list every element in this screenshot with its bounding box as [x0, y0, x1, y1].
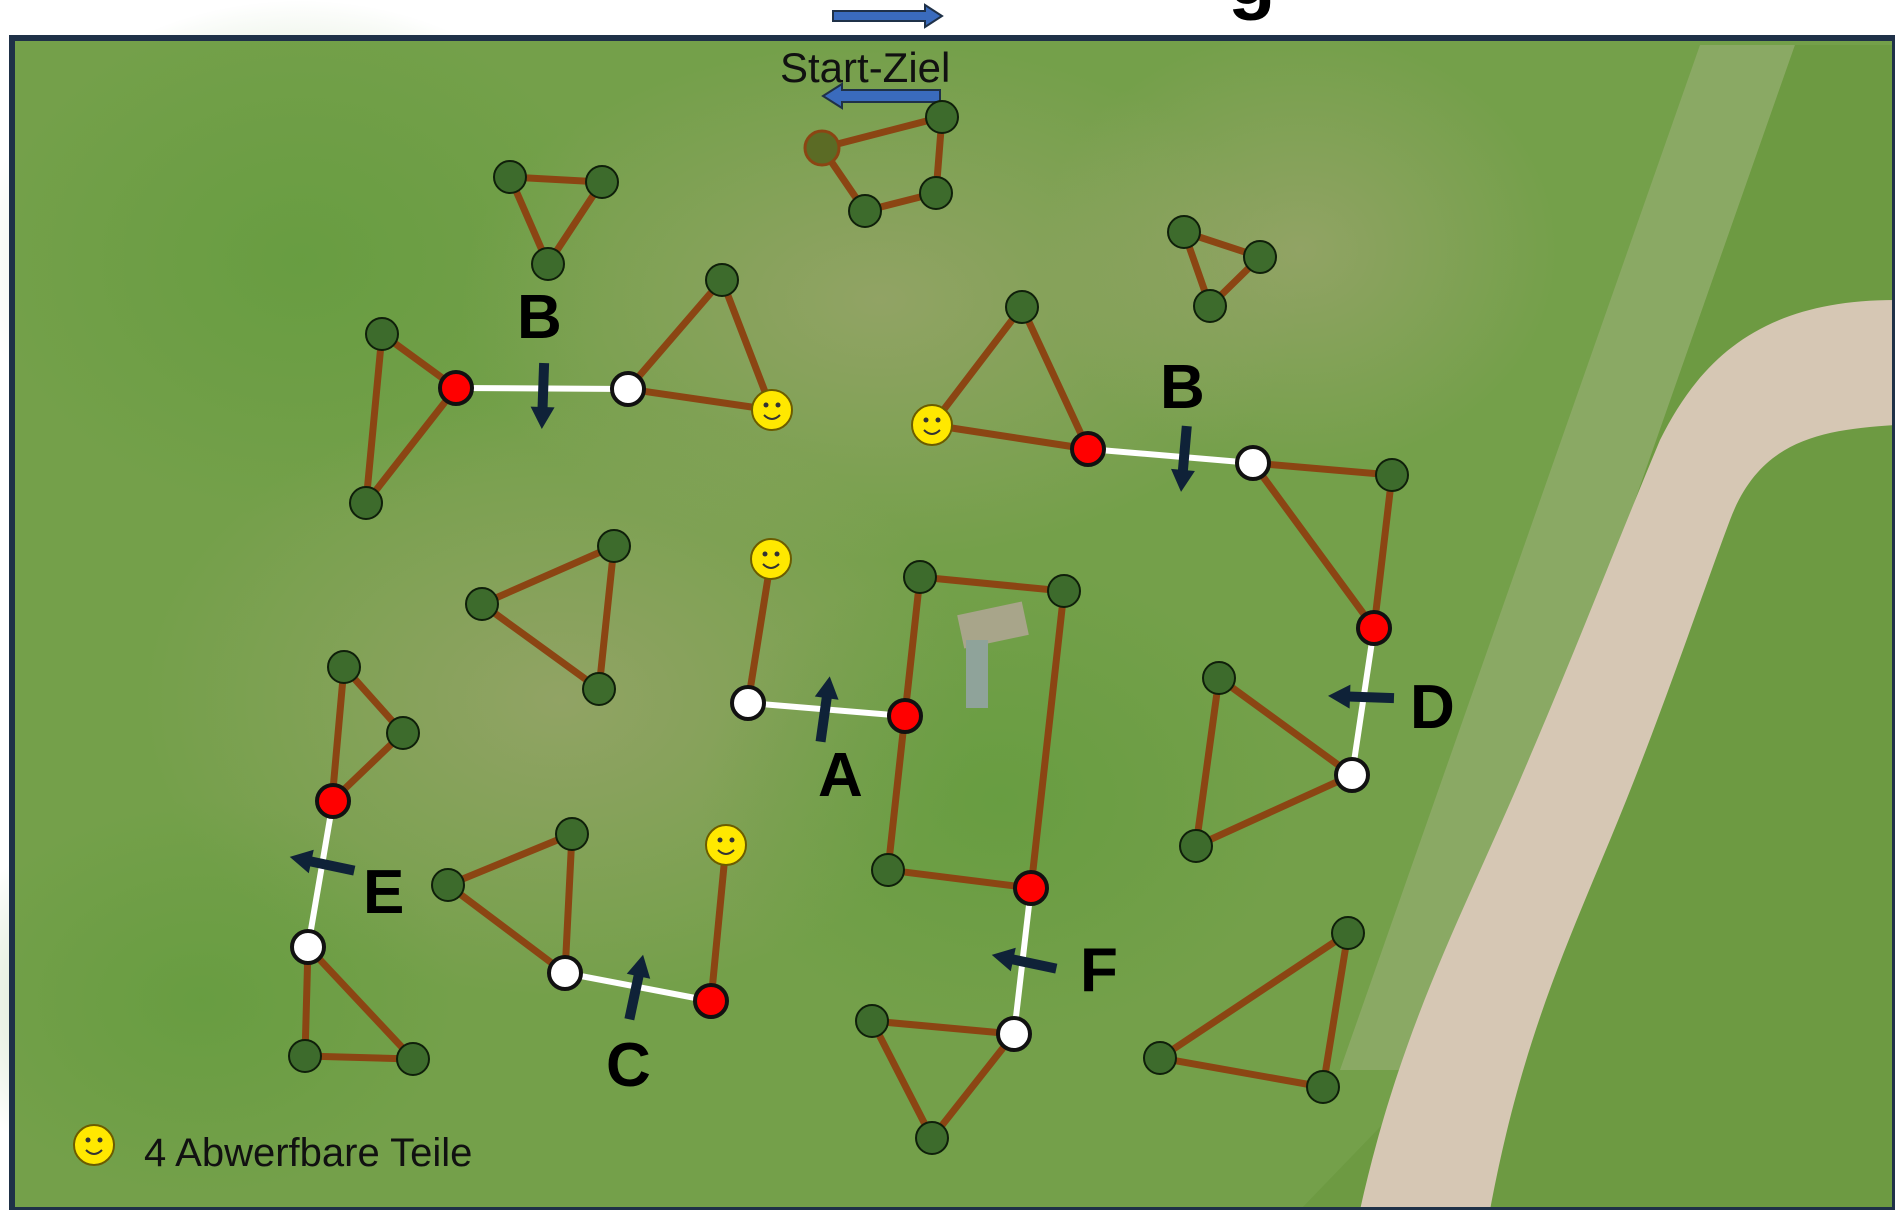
- gate-d-arrow: [1328, 684, 1395, 709]
- smiley-icon: [705, 824, 747, 866]
- gate-label-c: C: [606, 1031, 651, 1100]
- gate-label-a: A: [818, 741, 863, 810]
- gate-a-arrow: [814, 676, 839, 743]
- legend-smiley-icon: [73, 1124, 115, 1166]
- gate-label-b-left: B: [517, 283, 562, 352]
- smiley-icons: [705, 389, 953, 866]
- gate-c-arrow: [624, 954, 651, 1021]
- gate-b-right-arrow: [1170, 425, 1195, 492]
- legend-text: 4 Abwerfbare Teile: [144, 1131, 472, 1175]
- smiley-icon: [911, 404, 953, 446]
- direction-arrows: [289, 362, 1395, 1021]
- water-obstacle: [957, 601, 1029, 708]
- start-arrow-right: [832, 3, 944, 29]
- gate-label-f: F: [1080, 936, 1118, 1005]
- start-arrow-left: [821, 82, 941, 110]
- smiley-icon: [751, 389, 793, 431]
- red-markers: [315, 370, 1392, 1019]
- gate-label-b-right: B: [1160, 353, 1205, 422]
- gate-e-arrow: [289, 849, 356, 876]
- white-markers: [290, 371, 1370, 1052]
- gate-label-e: E: [363, 858, 404, 927]
- smiley-icon: [750, 538, 792, 580]
- start-finish-label: Start-Ziel: [780, 44, 950, 91]
- posts: [288, 100, 1409, 1155]
- gate-label-d: D: [1410, 673, 1455, 742]
- gate-f-arrow: [991, 947, 1058, 974]
- legend: 4 Abwerfbare Teile: [73, 1124, 472, 1175]
- dirt-path: [1360, 300, 1895, 1210]
- gate-b-left-arrow: [530, 362, 555, 429]
- header-title-fragment: g: [1228, 0, 1276, 21]
- start-post: [803, 129, 841, 167]
